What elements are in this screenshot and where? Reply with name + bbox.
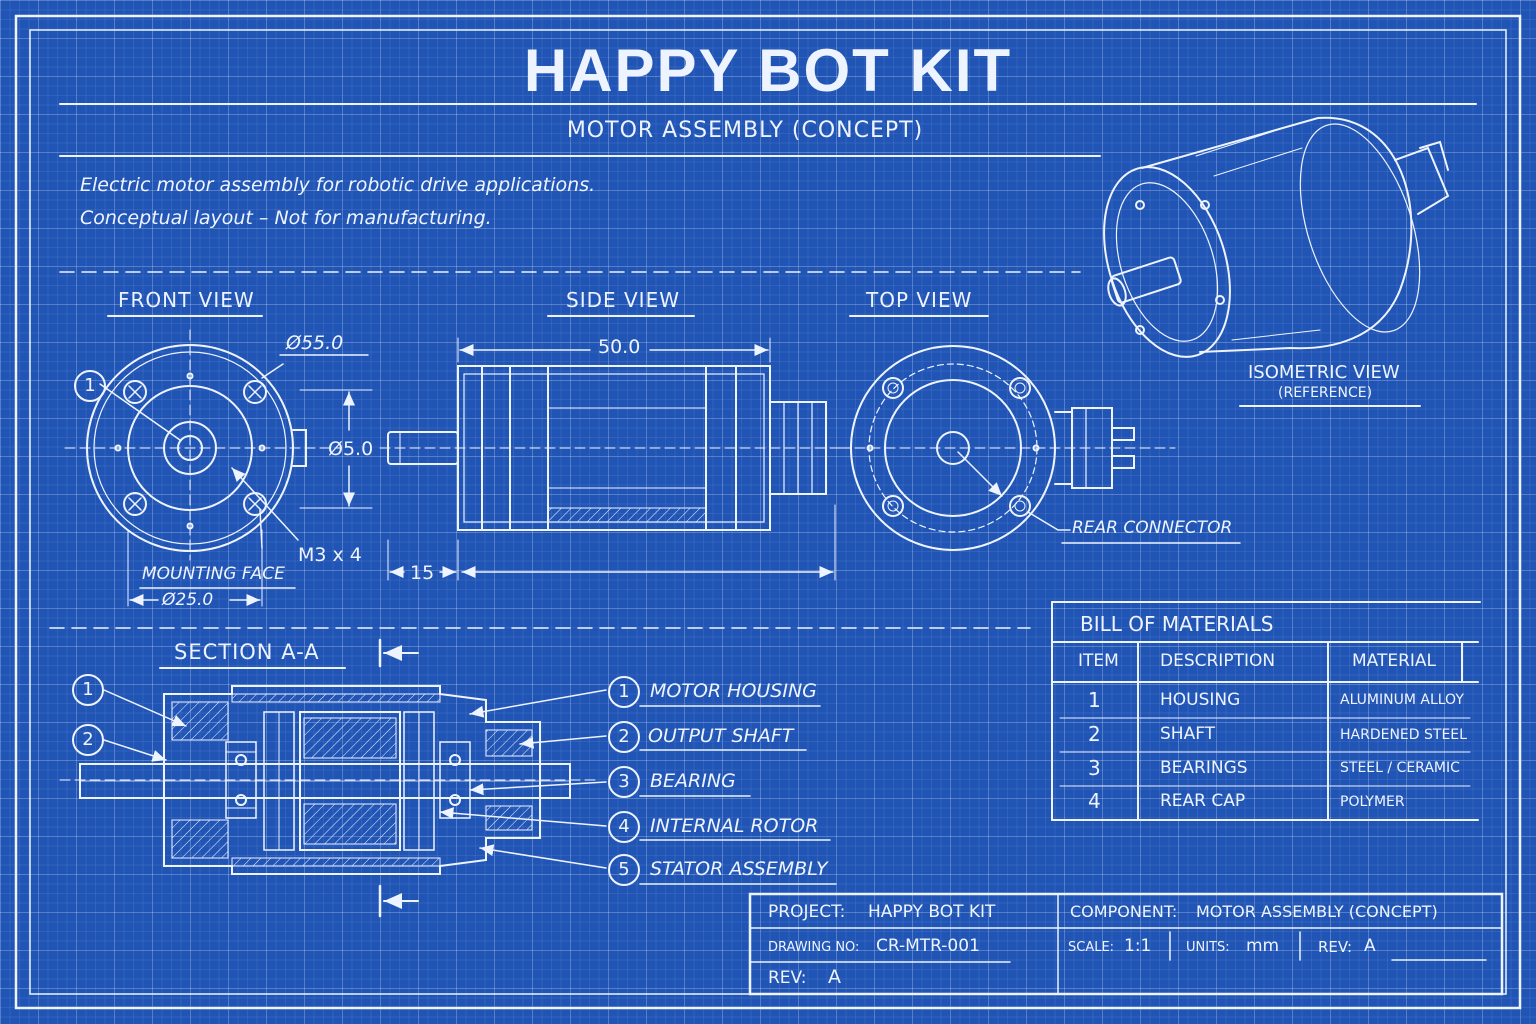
bom-cell: HOUSING	[1160, 690, 1241, 710]
tb-units-label: UNITS:	[1186, 940, 1230, 955]
front-shaft-diameter: Ø5.0	[328, 438, 374, 460]
front-view-label: FRONT VIEW	[118, 288, 255, 312]
tb-units: mm	[1246, 936, 1280, 956]
page-title: HAPPY BOT KIT	[523, 37, 1013, 104]
front-view-drawing	[64, 329, 373, 607]
tb-scale: 1:1	[1124, 936, 1152, 956]
tb-drawing: CR-MTR-001	[876, 936, 980, 956]
page-subtitle: MOTOR ASSEMBLY (CONCEPT)	[566, 118, 924, 143]
front-callout-1: 1	[74, 370, 106, 402]
tb-rev-label: REV:	[768, 968, 807, 988]
tb-scale-label: SCALE:	[1068, 940, 1115, 955]
tb-rev2-label: REV:	[1318, 938, 1352, 956]
part-number: 1	[608, 676, 640, 708]
tb-drawing-label: DRAWING NO:	[768, 940, 860, 955]
bom-cell: HARDENED STEEL	[1340, 727, 1467, 743]
side-length-dim: 50.0	[598, 336, 641, 358]
bom-title: BILL OF MATERIALS	[1080, 612, 1274, 636]
bom-cell: POLYMER	[1340, 794, 1405, 810]
mounting-face-label: MOUNTING FACE	[142, 564, 285, 584]
part-name: OUTPUT SHAFT	[648, 725, 794, 747]
bom-header-material: MATERIAL	[1352, 651, 1437, 671]
part-name: BEARING	[650, 770, 736, 792]
tb-rev2: A	[1364, 936, 1376, 956]
bom-header-description: DESCRIPTION	[1160, 651, 1276, 671]
part-name: INTERNAL ROTOR	[650, 815, 819, 837]
part-name: MOTOR HOUSING	[650, 680, 817, 702]
bom-table-lines	[1051, 601, 1481, 821]
tb-project: HAPPY BOT KIT	[868, 902, 996, 922]
front-outer-diameter: Ø55.0	[286, 332, 344, 354]
bom-header-item: ITEM	[1078, 651, 1119, 671]
bom-cell: SHAFT	[1160, 724, 1216, 744]
tb-component: MOTOR ASSEMBLY (CONCEPT)	[1196, 902, 1438, 921]
rear-connector-label: REAR CONNECTOR	[1072, 518, 1233, 538]
side-shaft-length-dim: 15	[410, 562, 435, 584]
top-view-drawing	[839, 345, 1241, 551]
tb-component-label: COMPONENT:	[1070, 902, 1178, 921]
outer-border	[14, 14, 1522, 1010]
bom-cell: 1	[1088, 688, 1101, 712]
title-block-lines	[748, 892, 1504, 996]
isometric-view-drawing	[1103, 116, 1450, 358]
side-view-label: SIDE VIEW	[566, 288, 680, 312]
bom-cell: 3	[1088, 756, 1101, 780]
iso-view-label: ISOMETRIC VIEW	[1248, 362, 1400, 383]
iso-view-sublabel: (REFERENCE)	[1278, 385, 1373, 401]
part-number: 5	[608, 854, 640, 886]
bom-cell: 2	[1088, 722, 1101, 746]
front-screw-spec: M3 x 4	[298, 544, 362, 566]
section-callout-1: 1	[72, 674, 104, 706]
section-label: SECTION A-A	[174, 640, 320, 664]
note-line-1: Electric motor assembly for robotic driv…	[80, 174, 596, 196]
side-view-drawing	[379, 337, 846, 581]
section-callout-2: 2	[72, 724, 104, 756]
top-view-label: TOP VIEW	[866, 288, 973, 312]
bom-cell: ALUMINUM ALLOY	[1340, 692, 1464, 708]
front-pilot-diameter: Ø25.0	[162, 590, 214, 610]
bom-cell: REAR CAP	[1160, 791, 1246, 811]
note-line-2: Conceptual layout – Not for manufacturin…	[80, 207, 492, 229]
tb-project-label: PROJECT:	[768, 902, 846, 922]
part-number: 3	[608, 766, 640, 798]
bom-cell: BEARINGS	[1160, 758, 1248, 778]
bom-cell: 4	[1088, 789, 1101, 813]
tb-rev: A	[828, 966, 841, 988]
part-name: STATOR ASSEMBLY	[650, 858, 828, 880]
bom-cell: STEEL / CERAMIC	[1340, 760, 1460, 776]
part-number: 4	[608, 811, 640, 843]
part-number: 2	[608, 721, 640, 753]
section-view-drawing	[59, 638, 837, 918]
